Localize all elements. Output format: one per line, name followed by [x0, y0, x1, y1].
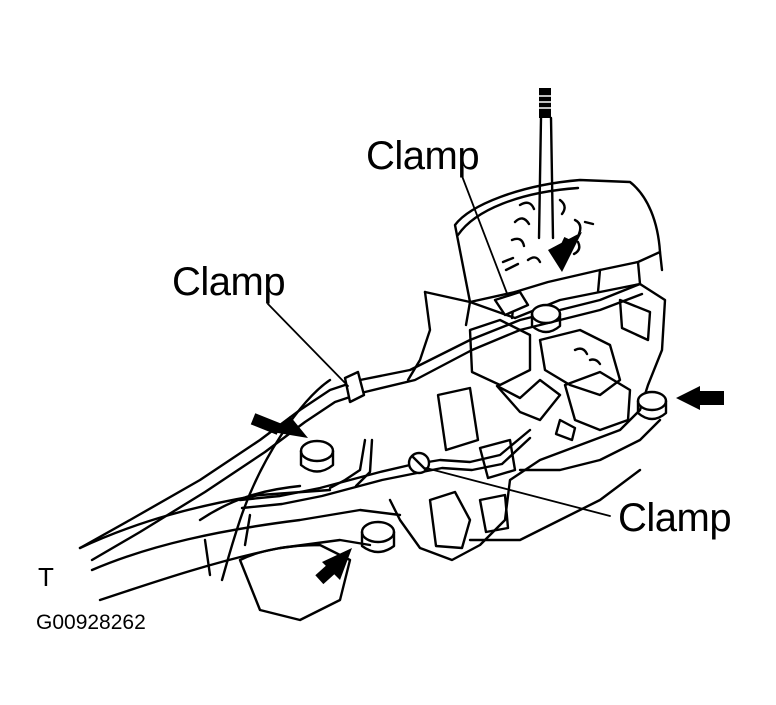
callout-clamp-right: Clamp — [618, 496, 732, 540]
shift-lever-icon — [536, 88, 555, 240]
figure-code: G00928262 — [36, 611, 146, 634]
corner-mark: T — [38, 562, 54, 592]
bolt-arrow-icon — [250, 232, 724, 585]
callout-clamp-left: Clamp — [172, 260, 286, 304]
clamp-icon — [343, 290, 530, 475]
leader-lines — [267, 175, 611, 517]
base-plate — [78, 418, 662, 622]
bolt-icon — [299, 303, 668, 554]
callout-clamp-top: Clamp — [366, 134, 480, 178]
shifter-body — [388, 282, 667, 562]
